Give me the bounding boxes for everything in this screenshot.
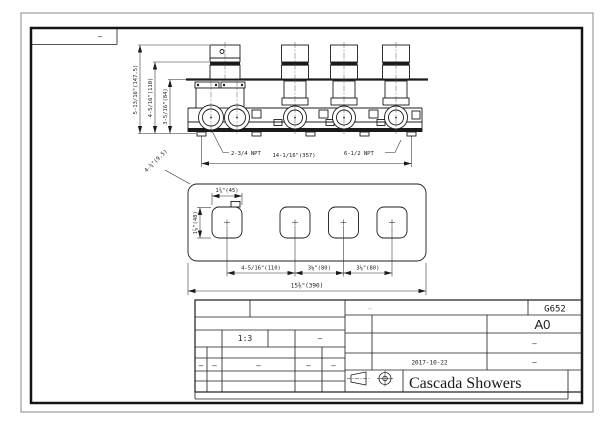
sheet-borders (20, 12, 594, 413)
cone-side-view-icon (347, 371, 370, 386)
cell-dash: – (199, 361, 204, 370)
elevation-geometry (186, 42, 428, 137)
projection-symbol (347, 370, 393, 387)
dim-hole-span: 14-1/16"(357) (272, 153, 315, 159)
center-marks (224, 219, 395, 226)
note-outlet-npt: 6-1/2 NPT (344, 151, 374, 157)
base-rail (188, 128, 422, 132)
dim-pitch-c: 3⅛"(80) (356, 265, 379, 272)
cell-dash: – (532, 358, 537, 367)
cell-dash: – (212, 361, 217, 370)
dim-pitch-a: 4-5/16"(110) (241, 266, 281, 272)
dim-cutout-width: 1¾"(45) (215, 188, 238, 194)
cell-dash: – (331, 361, 336, 370)
dim-cutout-height: 1⅞"(48) (192, 211, 199, 234)
dim-pitch-b: 3⅛"(80) (308, 265, 331, 272)
company-name: Cascada Showers (409, 375, 521, 392)
margin-cell: – (31, 28, 118, 45)
target-circle-icon (377, 370, 393, 387)
margin-mark: – (98, 32, 103, 41)
faint-mark: – (368, 304, 373, 313)
plan-dimensions: 1¾"(45) 1⅞"(48) 4-5/16"(110) 3⅛"(80) 3⅛"… (187, 188, 427, 295)
plan-view: 1¾"(45) 1⅞"(48) 4-5/16"(110) 3⅛"(80) 3⅛"… (187, 183, 427, 295)
plan-geometry (187, 183, 427, 262)
cell-dash: – (318, 334, 323, 343)
inner-border (29, 26, 584, 405)
elevation-view: 5-13/16"(147.5) 4-5/16"(110) 3-5/16"(84)… (133, 42, 428, 185)
date-value: 2017-10-22 (411, 360, 448, 367)
title-block: 1:3 – – – – – – – G652 A0 – – 2017-10-22 (194, 299, 583, 400)
dim-total-height: 5-13/16"(147.5) (133, 65, 139, 115)
paper-size: A0 (535, 317, 551, 332)
cell-dash: – (532, 339, 537, 348)
cell-dash: – (306, 361, 311, 370)
dim-lower-height: 3-5/16"(84) (163, 88, 169, 124)
centerlines (210, 42, 397, 134)
dim-upper-height: 4-5/16"(110) (148, 78, 154, 118)
drawing-number: G652 (544, 305, 566, 315)
cell-dash: – (256, 361, 261, 370)
outer-border (20, 12, 594, 413)
dim-overall-width: 15⅜"(390) (291, 283, 324, 290)
scale-value: 1:3 (238, 334, 253, 343)
note-inlet-npt: 2-3/4 NPT (231, 151, 261, 157)
